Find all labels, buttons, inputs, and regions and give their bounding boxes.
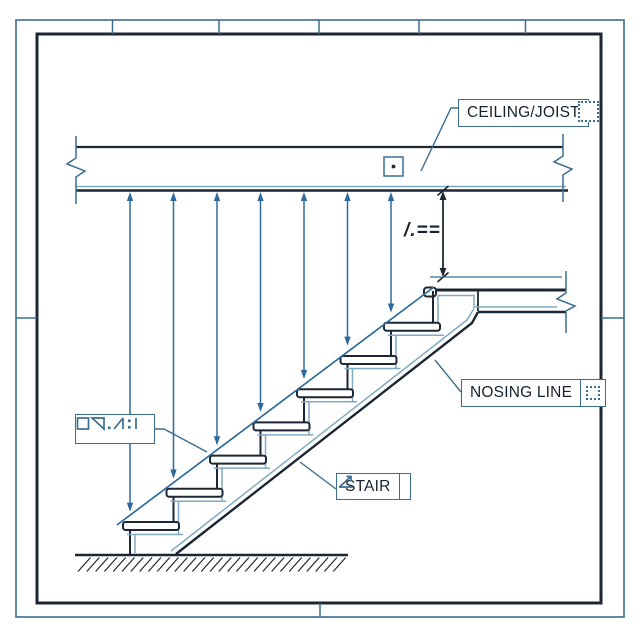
stair-leader	[299, 461, 337, 490]
headroom-dimension-text: /.==	[404, 220, 441, 241]
tread	[209, 454, 267, 465]
label-divider	[580, 380, 582, 406]
symbol-box-leader	[153, 428, 208, 453]
ceiling-joist-leader	[420, 107, 459, 172]
ground-hatch	[77, 557, 347, 572]
triangle-glyph	[89, 417, 105, 431]
tread	[252, 421, 311, 432]
section-dot-marker	[383, 156, 404, 177]
colon-glyph	[128, 419, 131, 423]
stair-label-text: STAIR	[345, 477, 391, 495]
break-symbol-right	[552, 134, 574, 202]
stair-profile	[122, 321, 444, 555]
leader-lines	[153, 107, 462, 490]
ceiling-joist-label-text: CEILING/JOIST	[467, 104, 580, 122]
tread	[122, 521, 180, 531]
zone-tick-marks	[16, 20, 624, 617]
tread	[339, 355, 398, 365]
stair-label: STAIR	[336, 473, 411, 500]
nosing-line-label-text: NOSING LINE	[470, 384, 573, 402]
break-symbol-landing	[555, 271, 577, 333]
period-glyph	[108, 426, 111, 430]
landing-floor	[423, 286, 566, 327]
slash-bar-glyph	[113, 417, 124, 430]
dotted-selection-icon	[578, 101, 599, 122]
ceiling-joist-label: CEILING/JOIST	[458, 99, 589, 127]
symbol-label-glyphs	[76, 417, 137, 431]
ceiling-joist-band	[76, 145, 568, 192]
headroom-arrows	[126, 192, 395, 512]
tread	[165, 487, 224, 498]
symbol-label-box	[75, 414, 155, 444]
dotted-selection-icon	[581, 386, 605, 400]
nosing-line	[116, 286, 435, 526]
tread	[296, 388, 354, 399]
headroom-dimension	[436, 185, 450, 283]
colon-glyph	[128, 426, 131, 429]
stringer-soffit	[170, 308, 480, 555]
square-glyph	[76, 417, 90, 430]
break-symbol-left	[65, 136, 87, 204]
tread	[383, 321, 441, 332]
label-divider	[398, 474, 400, 499]
nosing-line-leader	[434, 359, 462, 393]
nosing-line-label: NOSING LINE	[461, 379, 607, 407]
